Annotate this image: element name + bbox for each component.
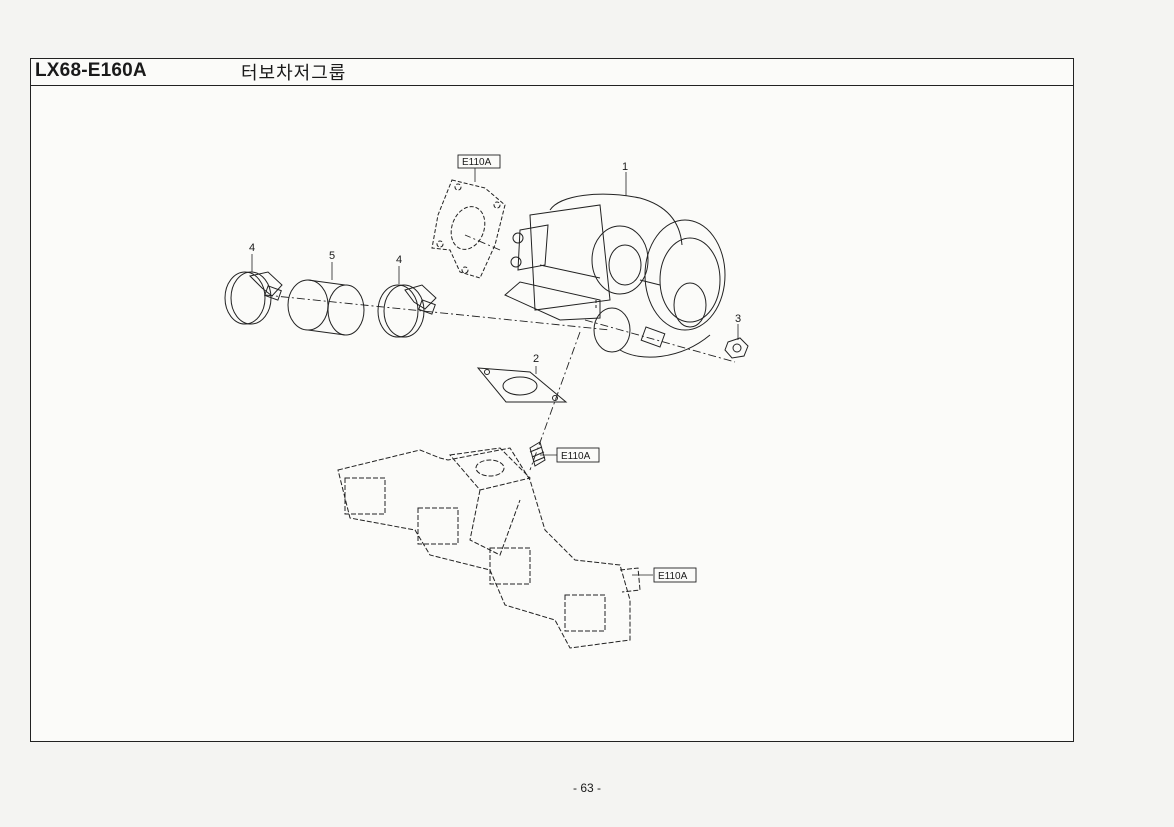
callout-2: 2 (533, 353, 539, 365)
callout-leaders (251, 168, 739, 576)
reference-stud: E110A (561, 451, 591, 462)
reference-top-gasket: E110A (462, 157, 492, 168)
reference-manifold: E110A (658, 571, 688, 582)
assembly-centerlines (264, 234, 736, 471)
callout-1: 1 (622, 161, 628, 173)
reference-box-frames (457, 154, 697, 583)
exhaust-manifold (337, 447, 641, 649)
page-number: - 63 - (572, 781, 601, 795)
hose (287, 279, 365, 336)
hose-clamp-right (377, 284, 437, 338)
manifold-stud (529, 441, 546, 467)
drawing-title: 터보차저그룹 (241, 63, 347, 84)
drawing-code: LX68-E160A (35, 60, 147, 81)
callout-5: 5 (329, 250, 335, 262)
turbo-gasket-top (431, 179, 506, 279)
callout-3: 3 (735, 313, 741, 325)
callout-4-left: 4 (249, 242, 255, 254)
drawing-frame: LX68-E160A 터보차저그룹 (30, 58, 1074, 742)
title-bar: LX68-E160A 터보차저그룹 (31, 59, 1073, 86)
exhaust-gasket (476, 367, 568, 403)
hose-clamp-left (224, 271, 283, 325)
callout-4-right: 4 (396, 254, 402, 266)
flange-nut (724, 337, 749, 359)
turbocharger (504, 193, 726, 358)
